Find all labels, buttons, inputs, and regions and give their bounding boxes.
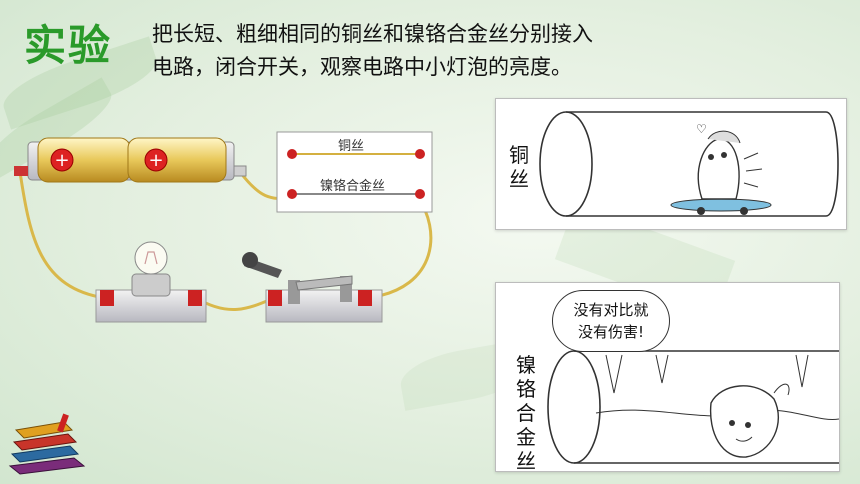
circuit-illustration: + + [14, 131, 433, 323]
instructions-line-1: 把长短、粗细相同的铜丝和镍铬合金丝分别接入 [152, 22, 593, 46]
bulb-icon [95, 241, 207, 323]
speech-bubble: 没有对比就 没有伤害! [552, 290, 670, 352]
nichrome-wire-label: 镍铬合金丝 [320, 179, 386, 194]
wire-board [276, 131, 433, 213]
copper-cartoon-panel: 铜 丝 ♡ [495, 98, 847, 230]
svg-text:♡: ♡ [696, 122, 707, 136]
experiment-instructions: 把长短、粗细相同的铜丝和镍铬合金丝分别接入 电路，闭合开关，观察电路中小灯泡的亮… [152, 18, 792, 84]
nichrome-tube-drawing [547, 350, 839, 464]
speech-line-1: 没有对比就 [573, 301, 649, 319]
nichrome-side-label: 镍 铬 合 金 丝 [516, 353, 536, 473]
electron-skater-icon: ♡ [670, 122, 772, 215]
instructions-line-2: 电路，闭合开关，观察电路中小灯泡的亮度。 [152, 55, 572, 79]
copper-tube-drawing: ♡ [539, 111, 839, 217]
experiment-heading: 实验 [24, 21, 113, 70]
battery-icon: + + [14, 137, 247, 183]
speech-line-2: 没有伤害! [577, 323, 644, 341]
battery-plus-1: + [54, 150, 69, 171]
electron-crawler-icon [709, 383, 790, 458]
switch-icon [242, 252, 383, 323]
battery-plus-2: + [148, 150, 163, 171]
books-icon [8, 413, 86, 475]
copper-wire-label: 铜丝 [338, 139, 365, 154]
copper-side-label: 铜 丝 [509, 143, 529, 191]
